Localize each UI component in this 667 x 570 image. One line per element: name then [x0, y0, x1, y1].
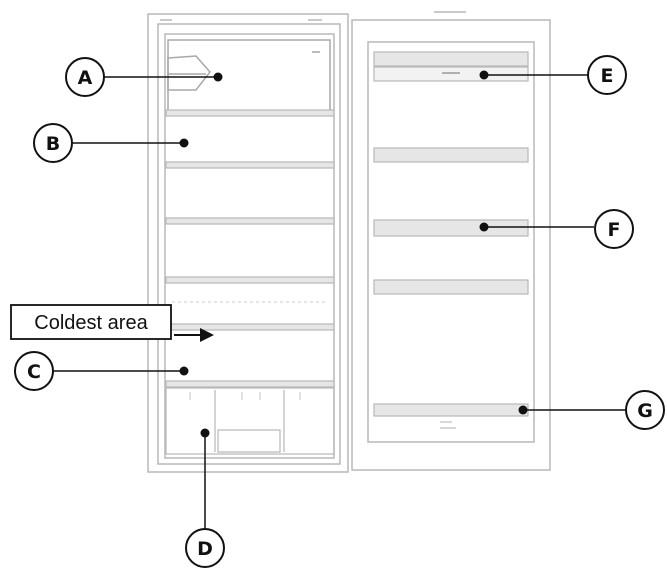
- door-rack-egg: [373, 66, 529, 82]
- callout-circle-b: [33, 123, 73, 163]
- callout-dots: [179, 70, 528, 438]
- callout-a: A: [65, 57, 105, 97]
- crisper-top-ticks: [189, 392, 301, 400]
- callout-label-g: G: [637, 400, 653, 422]
- dot-b: [179, 138, 189, 148]
- thermostat-panel: [167, 39, 331, 113]
- callout-circle-a: [65, 57, 105, 97]
- door-rack-2: [373, 147, 529, 163]
- door-rack-top: [373, 51, 529, 67]
- callout-f: F: [594, 209, 634, 249]
- callout-c: C: [14, 351, 54, 391]
- dot-g: [518, 405, 528, 415]
- shelf-2: [165, 161, 335, 169]
- shelf-6: [165, 380, 335, 388]
- cabinet-inner-liner: [164, 33, 335, 459]
- shelf-3: [165, 217, 335, 225]
- dot-e: [479, 70, 489, 80]
- shelf-4: [165, 276, 335, 284]
- dot-f: [479, 222, 489, 232]
- door-inner-frame: [367, 41, 535, 443]
- cabinet-outer-frame: [147, 13, 349, 473]
- callout-label-f: F: [608, 219, 621, 241]
- callout-label-d: D: [197, 538, 213, 560]
- fridge-cabinet: [147, 13, 349, 473]
- door-outer-frame: [351, 19, 551, 471]
- door-racks: [373, 51, 529, 417]
- coldest-area-arrow-head: [200, 328, 214, 342]
- callout-b: B: [33, 123, 73, 163]
- door-rack-3: [373, 219, 529, 237]
- callout-circle-c: [14, 351, 54, 391]
- cabinet-inner-frame: [157, 23, 341, 465]
- dot-a: [213, 72, 223, 82]
- callout-circle-d: [185, 528, 225, 568]
- thermostat-light-unit: [167, 39, 331, 113]
- callout-circle-g: [625, 390, 665, 430]
- callout-e: E: [587, 55, 627, 95]
- coldest-area-label: Coldest area: [34, 312, 148, 334]
- coldest-area-box: [10, 304, 172, 340]
- crisper-outer: [165, 387, 335, 455]
- callout-d: D: [185, 528, 225, 568]
- dot-c: [179, 366, 189, 376]
- cabinet-shelves: [165, 109, 335, 388]
- callout-label-c: C: [27, 361, 41, 383]
- shelf-1: [165, 109, 335, 117]
- callout-leaders: [52, 74, 626, 531]
- callout-label-e: E: [601, 65, 614, 87]
- callout-circle-f: [594, 209, 634, 249]
- thermostat-lamp-cover: [167, 55, 211, 91]
- callout-label-a: A: [78, 67, 93, 89]
- crisper-handle: [217, 429, 281, 453]
- door-rack-4: [373, 279, 529, 295]
- fridge-door: [351, 11, 551, 471]
- dot-d: [200, 428, 210, 438]
- door-rack-bottle: [373, 403, 529, 417]
- callout-circle-e: [587, 55, 627, 95]
- callout-g: G: [625, 390, 665, 430]
- bottle-rack-marks: [440, 421, 456, 429]
- coldest-area-callout: Coldest area: [10, 304, 214, 342]
- crisper-drawers: [165, 387, 335, 455]
- shelf-5: [165, 323, 335, 331]
- callout-label-b: B: [46, 133, 60, 155]
